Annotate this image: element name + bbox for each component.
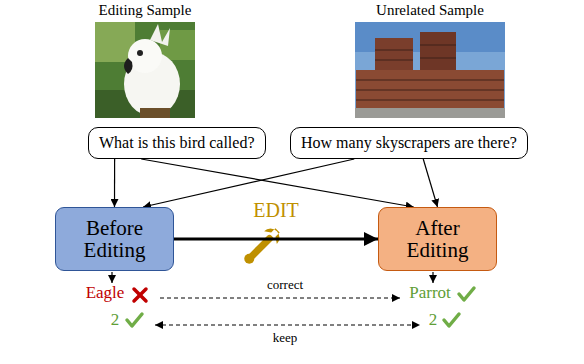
arrow-note: keep [273, 331, 298, 345]
bird-photo [95, 22, 195, 118]
wrench-icon [239, 224, 284, 269]
arrow-note: correct [267, 278, 303, 292]
question-box: How many skyscrapers are there? [290, 127, 528, 159]
output-arrow [432, 272, 433, 283]
node-text: What is this bird called? [99, 134, 255, 151]
answer-text: Eagle [86, 284, 125, 303]
sample-title: Unrelated Sample [376, 2, 484, 19]
node-text: How many skyscrapers are there? [301, 134, 517, 151]
question-box: What is this bird called? [88, 127, 266, 159]
answer-text: Parrot [409, 284, 451, 303]
dashed-arrow [160, 298, 400, 299]
dashed-arrow [155, 325, 420, 326]
connector-arrow [423, 159, 437, 207]
node-text: Before Editing [60, 217, 169, 261]
connector-arrow [143, 159, 354, 207]
cross-mark [134, 289, 146, 301]
connector-arrow [114, 159, 115, 207]
node-text: After Editing [383, 217, 492, 261]
answer-text: 2 [429, 311, 438, 330]
model-box: After Editing [378, 207, 497, 271]
building-photo [355, 22, 505, 118]
output-arrow [111, 272, 112, 283]
answer-text: 2 [111, 311, 120, 330]
edge-label: EDIT [253, 199, 299, 221]
model-box: Before Editing [55, 207, 174, 271]
sample-title: Editing Sample [99, 2, 192, 19]
connector-arrow [174, 237, 378, 240]
